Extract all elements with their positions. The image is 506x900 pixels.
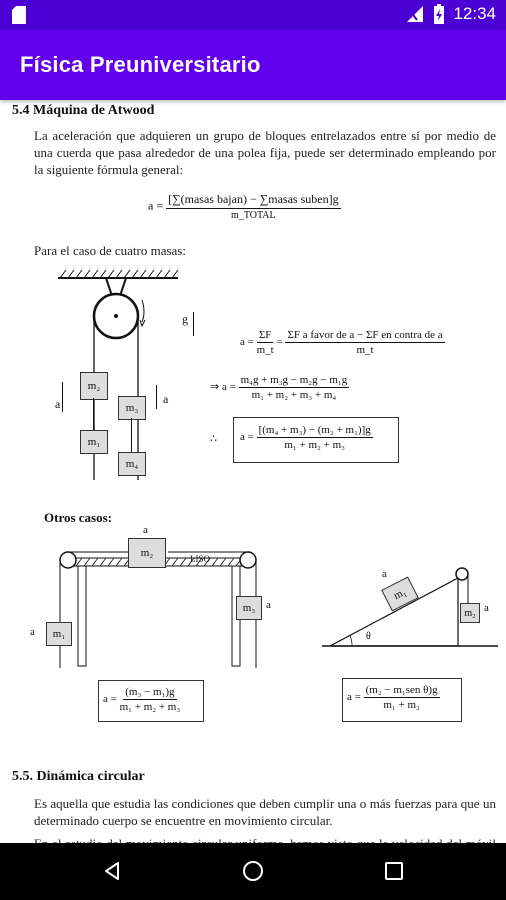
otros-block-m3: m₃ bbox=[236, 596, 262, 620]
liso-label: LISO bbox=[190, 554, 210, 564]
otros-block-m1: m₁ bbox=[46, 622, 72, 646]
arrow-up-left bbox=[62, 382, 63, 412]
a-right-label: a bbox=[163, 392, 169, 406]
atwood-block-m4: m₄ bbox=[118, 452, 146, 476]
atwood-block-m1: m₁ bbox=[80, 430, 108, 454]
home-button[interactable] bbox=[233, 851, 273, 891]
status-bar: 12:34 bbox=[0, 0, 506, 30]
theta-label: θ bbox=[366, 631, 371, 642]
section-heading-atwood: 5.4 Máquina de Atwood bbox=[12, 103, 155, 118]
otros-a-left-label: a bbox=[30, 626, 35, 638]
atwood-block-m2: m₂ bbox=[80, 372, 108, 400]
document-viewer[interactable]: 5.4 Máquina de Atwood La aceleración que… bbox=[0, 100, 506, 843]
formula-3-lhs: ∴ bbox=[210, 433, 217, 445]
otros-casos-heading: Otros casos: bbox=[44, 510, 113, 525]
app-title: Física Preuniversitario bbox=[20, 52, 261, 77]
battery-charging-icon bbox=[434, 4, 445, 24]
recents-square-icon bbox=[385, 862, 403, 880]
string-m3-m4 bbox=[131, 418, 132, 452]
otros-a-top-label: a bbox=[143, 524, 148, 536]
g-label: g bbox=[182, 312, 188, 326]
four-masses-label: Para el caso de cuatro masas: bbox=[34, 243, 186, 258]
clock: 12:34 bbox=[453, 4, 496, 23]
back-triangle-icon bbox=[105, 862, 119, 880]
circular-para-2: En el estudio del movimiento circular un… bbox=[34, 835, 496, 843]
sd-card-icon bbox=[12, 6, 26, 24]
circular-para-1: Es aquella que estudia las condiciones q… bbox=[34, 796, 496, 828]
navigation-bar bbox=[0, 843, 506, 900]
atwood-intro: La aceleración que adquieren un grupo de… bbox=[34, 128, 496, 177]
home-circle-icon bbox=[243, 861, 263, 881]
atwood-block-m3: m₃ bbox=[118, 396, 146, 420]
back-button[interactable] bbox=[92, 851, 132, 891]
otros-a-right-label: a bbox=[266, 599, 271, 611]
incline-a-right-label: a bbox=[484, 602, 489, 614]
app-bar: Física Preuniversitario bbox=[0, 30, 506, 100]
incline-a-top-label: a bbox=[382, 568, 387, 580]
section-heading-circular: 5.5. Dinámica circular bbox=[12, 769, 145, 784]
arrow-down-right bbox=[156, 385, 157, 409]
string-m2-m1 bbox=[93, 398, 94, 430]
signal-off-icon bbox=[407, 6, 424, 22]
incline-diagram bbox=[322, 567, 498, 647]
otros-block-m2: m₂ bbox=[128, 538, 166, 568]
g-arrow bbox=[193, 312, 194, 336]
atwood-diagram bbox=[58, 269, 179, 480]
incline-block-m2: m₂ bbox=[460, 603, 480, 623]
recents-button[interactable] bbox=[374, 851, 414, 891]
a-left-label: a bbox=[55, 397, 61, 411]
